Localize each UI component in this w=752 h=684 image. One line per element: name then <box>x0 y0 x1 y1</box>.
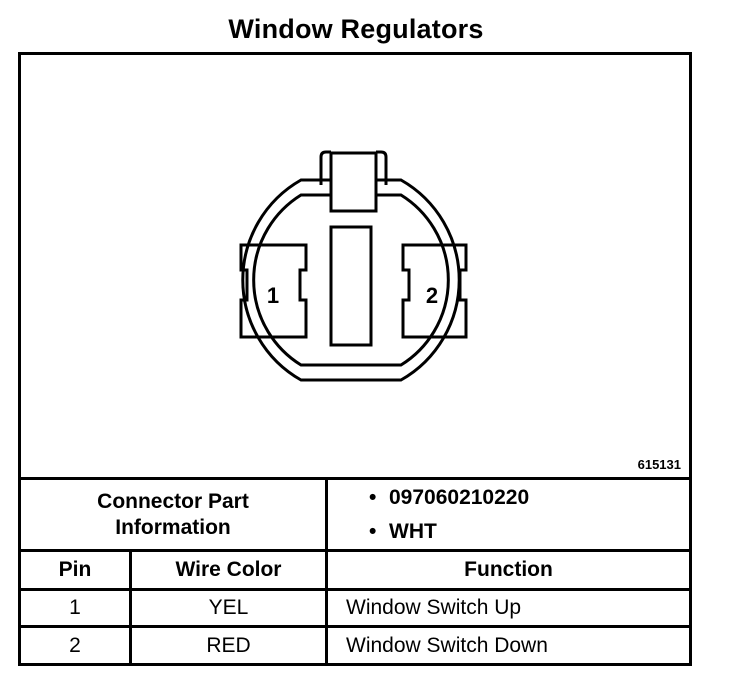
connector-housing-inner <box>252 193 450 367</box>
divider-row1-row2 <box>21 625 689 628</box>
connector-info-label: Connector Part Information <box>21 480 325 549</box>
row2-pin: 2 <box>69 633 81 657</box>
connector-frame: 1 2 615131 Connector Part Information •0… <box>18 52 692 666</box>
locking-tab-right-arm <box>376 150 388 185</box>
divider-header-row1 <box>21 588 689 591</box>
row2-wire-color: RED <box>206 633 251 657</box>
locking-tab-left-arm <box>319 150 331 185</box>
connector-drawing: 1 2 <box>239 150 468 382</box>
row1-pin: 1 <box>69 596 81 619</box>
pin-cavity-1 <box>239 243 308 339</box>
connector-info-label-line2: Information <box>115 515 231 539</box>
header-function: Function <box>464 558 553 581</box>
connector-info-items: •097060210220 •WHT <box>369 481 529 549</box>
divider-col-function <box>325 477 328 663</box>
divider-info-header <box>21 549 689 552</box>
header-wire-color: Wire Color <box>175 558 282 581</box>
header-pin: Pin <box>58 558 92 581</box>
figure-number: 615131 <box>637 457 681 472</box>
connector-diagram: 1 2 615131 <box>21 55 689 477</box>
divider-col-wire <box>129 549 132 663</box>
pin-1-label: 1 <box>267 283 279 308</box>
connector-info-item: •WHT <box>369 520 437 543</box>
connector-housing-outer <box>241 178 461 382</box>
locking-tab <box>329 151 378 213</box>
center-key <box>329 225 373 347</box>
connector-info-label-line1: Connector Part <box>97 489 249 513</box>
row2-function: Window Switch Down <box>346 633 548 657</box>
pin-2-label: 2 <box>426 283 438 308</box>
pin-cavity-2 <box>401 243 468 339</box>
divider-diagram-info <box>21 477 689 480</box>
row1-wire-color: YEL <box>208 596 249 619</box>
connector-info-item: •097060210220 <box>369 486 530 509</box>
row1-function: Window Switch Up <box>346 596 522 619</box>
diagram-title: Window Regulators <box>228 14 484 44</box>
